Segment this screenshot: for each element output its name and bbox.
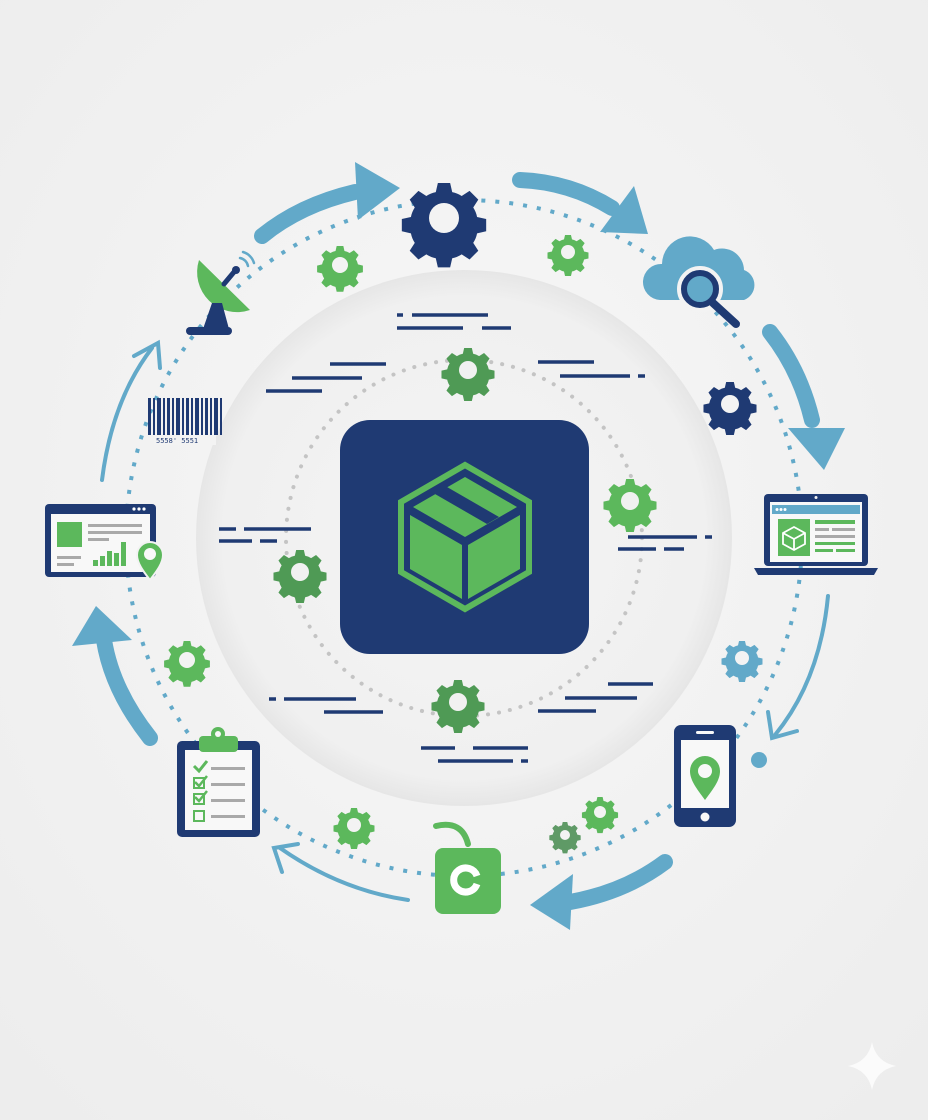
arrow-right-lower — [766, 594, 830, 741]
barcode-number: 5558' 5551 — [156, 437, 198, 445]
arrow-bottom-right — [530, 854, 673, 930]
dot-marker — [751, 752, 767, 768]
arrow-upper-left — [100, 339, 162, 482]
satellite-dish-icon — [186, 250, 256, 335]
clipboard-checklist-icon — [177, 727, 260, 837]
browser-analytics-location-icon — [45, 504, 165, 582]
barcode-icon: 5558' 5551 — [148, 398, 222, 445]
center-package-tile — [340, 420, 589, 654]
arrow-top-right — [512, 172, 648, 234]
cycle-arrows — [72, 162, 845, 930]
green-lock-icon — [433, 821, 501, 914]
data-stream-lines — [219, 313, 712, 763]
laptop-package-icon — [754, 494, 878, 575]
arrow-right — [762, 324, 845, 470]
smartphone-location-icon — [674, 725, 736, 827]
sparkle-icon — [848, 1042, 896, 1090]
package-box-icon — [398, 461, 532, 613]
arrow-bottom-left — [271, 842, 410, 902]
arrow-top-left — [254, 162, 400, 244]
arrow-left — [72, 606, 158, 746]
gear-icon — [401, 183, 487, 268]
cloud-search-icon — [642, 236, 755, 328]
